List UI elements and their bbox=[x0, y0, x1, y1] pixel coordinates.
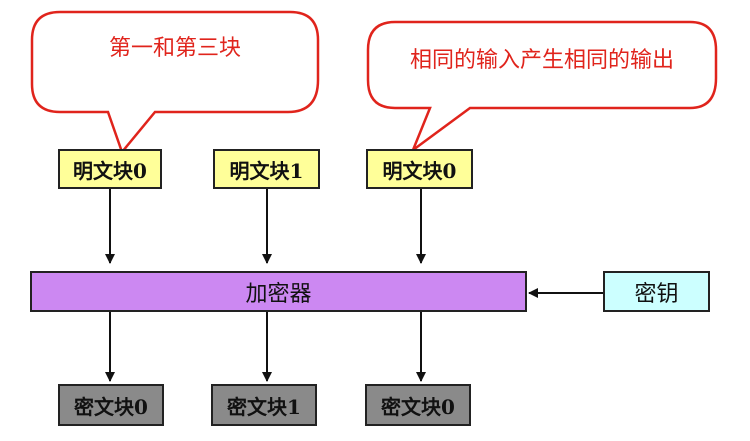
callout-bubble-right bbox=[366, 20, 718, 154]
ciphertext-block-1: 密文块1 bbox=[211, 384, 317, 426]
plaintext-block-2: 明文块0 bbox=[366, 149, 473, 189]
ciphertext-block-0: 密文块0 bbox=[58, 384, 164, 426]
callout-bubble-left bbox=[30, 10, 320, 155]
plaintext-block-0: 明文块0 bbox=[58, 149, 162, 189]
encryptor-bar: 加密器 bbox=[30, 271, 527, 312]
ciphertext-block-2: 密文块0 bbox=[365, 384, 471, 426]
callout-text-right: 相同的输入产生相同的输出 bbox=[409, 48, 674, 73]
callout-text-left: 第一和第三块 bbox=[108, 36, 241, 61]
plaintext-block-1: 明文块1 bbox=[213, 149, 320, 189]
key-box: 密钥 bbox=[603, 271, 710, 312]
